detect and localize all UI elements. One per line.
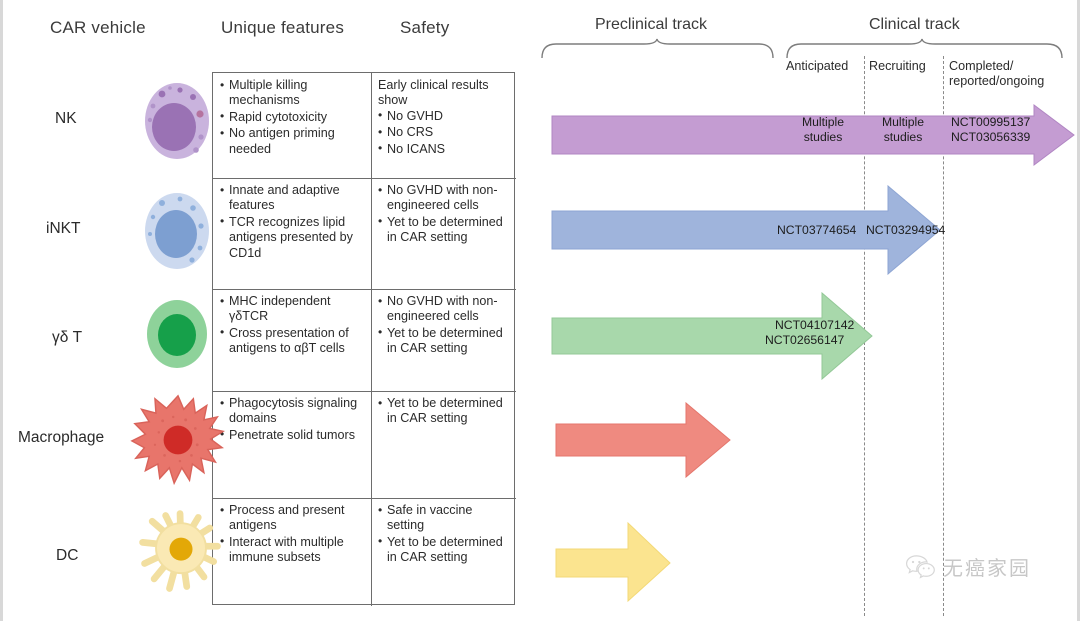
clinical-bracket [786, 38, 1063, 59]
feature-item: Cross presentation of antigens to αβT ce… [220, 325, 365, 357]
row-label-dc: DC [56, 547, 79, 564]
table-column-divider [371, 73, 372, 606]
safety-cell-macrophage: Yet to be determined in CAR setting [371, 391, 516, 498]
wechat-watermark: 无癌家园 [905, 552, 1031, 581]
features-safety-table: Multiple killing mechanisms Rapid cytoto… [212, 72, 516, 606]
gdt-trial-label-line2: NCT02656147 [765, 333, 845, 347]
table-row-divider [213, 289, 516, 290]
nk-anticipated-line1: Multiple [802, 115, 844, 129]
track-label-clinical: Clinical track [869, 16, 960, 33]
feature-item: Innate and adaptive features [220, 183, 365, 214]
features-cell-dc: Process and present antigens Interact wi… [213, 498, 371, 606]
features-cell-gdt: MHC independent γδTCR Cross presentation… [213, 289, 371, 391]
table-row-divider [213, 178, 516, 179]
right-edge-strip [1077, 0, 1080, 621]
column-header-unique-features: Unique features [221, 18, 345, 37]
nk-recruiting-line2: studies [883, 129, 923, 144]
nk-completed-line1: NCT00995137 [951, 115, 1031, 129]
inkt-recruiting-label: NCT03294954 [866, 223, 946, 237]
safety-cell-gdt: No GVHD with non-engineered cells Yet to… [371, 289, 516, 391]
safety-item: No GVHD with non-engineered cells [378, 183, 510, 214]
row-label-nk: NK [55, 110, 77, 127]
column-header-car-vehicle: CAR vehicle [50, 18, 146, 37]
nk-cell-icon [140, 80, 214, 167]
nk-anticipated-label: Multiple studies [786, 115, 860, 144]
gdt-timeline-arrow [551, 292, 873, 380]
safety-item: Yet to be determined in CAR setting [378, 396, 510, 427]
inkt-cell-icon [140, 190, 214, 277]
feature-item: Penetrate solid tumors [220, 427, 365, 443]
feature-item: TCR recognizes lipid antigens presented … [220, 214, 365, 261]
safety-item: Yet to be determined in CAR setting [378, 534, 510, 566]
row-label-inkt: iNKT [46, 220, 81, 237]
dc-timeline-arrow [555, 521, 671, 603]
inkt-timeline-arrow [551, 185, 941, 275]
safety-item: Yet to be determined in CAR setting [378, 214, 510, 246]
feature-item: MHC independent γδTCR [220, 294, 365, 325]
table-row-divider [213, 391, 516, 392]
track-label-preclinical: Preclinical track [595, 16, 708, 33]
safety-cell-dc: Safe in vaccine setting Yet to be determ… [371, 498, 516, 606]
phase-label-completed-line2: reported/ongoing [949, 74, 1045, 88]
feature-item: Interact with multiple immune subsets [220, 534, 365, 566]
feature-item: Rapid cytotoxicity [220, 109, 365, 125]
safety-item: No CRS [378, 125, 510, 141]
watermark-text: 无癌家园 [943, 556, 1031, 580]
feature-item: Process and present antigens [220, 503, 365, 534]
safety-cell-nk: Early clinical results show No GVHD No C… [371, 73, 516, 178]
feature-item: Multiple killing mechanisms [220, 78, 365, 109]
left-edge-strip [0, 0, 3, 621]
feature-item: Phagocytosis signaling domains [220, 396, 365, 427]
phase-label-recruiting: Recruiting [869, 59, 926, 73]
phase-divider-recruiting-completed [943, 56, 944, 616]
nk-completed-line2: NCT03056339 [951, 129, 1031, 144]
features-cell-macrophage: Phagocytosis signaling domains Penetrate… [213, 391, 371, 498]
nk-anticipated-line2: studies [803, 129, 843, 144]
nk-recruiting-line1: Multiple [882, 115, 924, 129]
safety-item: No GVHD [378, 108, 510, 124]
table-row-divider [213, 498, 516, 499]
safety-item: Yet to be determined in CAR setting [378, 325, 510, 357]
row-label-gdt: γδ T [52, 329, 83, 346]
phase-label-completed-line1: Completed/ [949, 59, 1014, 73]
nk-completed-label: NCT00995137 NCT03056339 [951, 115, 1030, 144]
safety-item: No GVHD with non-engineered cells [378, 294, 510, 325]
macrophage-cell-icon [130, 392, 226, 493]
phase-label-anticipated: Anticipated [786, 59, 849, 73]
macrophage-timeline-arrow [555, 402, 731, 478]
row-label-macrophage: Macrophage [18, 429, 105, 446]
features-cell-nk: Multiple killing mechanisms Rapid cytoto… [213, 73, 371, 178]
gdt-trial-label-line1: NCT04107142 [775, 318, 855, 332]
dc-cell-icon [133, 503, 229, 606]
safety-intro: Early clinical results show [378, 78, 489, 108]
gdt-cell-icon [142, 297, 212, 376]
nk-timeline-arrow [551, 104, 1075, 166]
safety-item: Safe in vaccine setting [378, 503, 510, 534]
feature-item: No antigen priming needed [220, 126, 365, 157]
features-cell-inkt: Innate and adaptive features TCR recogni… [213, 178, 371, 289]
nk-recruiting-label: Multiple studies [866, 115, 940, 144]
safety-cell-inkt: No GVHD with non-engineered cells Yet to… [371, 178, 516, 289]
preclinical-bracket [541, 38, 774, 59]
inkt-anticipated-label: NCT03774654 [777, 223, 857, 237]
column-header-safety: Safety [400, 18, 450, 37]
safety-item: No ICANS [378, 141, 510, 157]
wechat-icon [906, 554, 935, 579]
